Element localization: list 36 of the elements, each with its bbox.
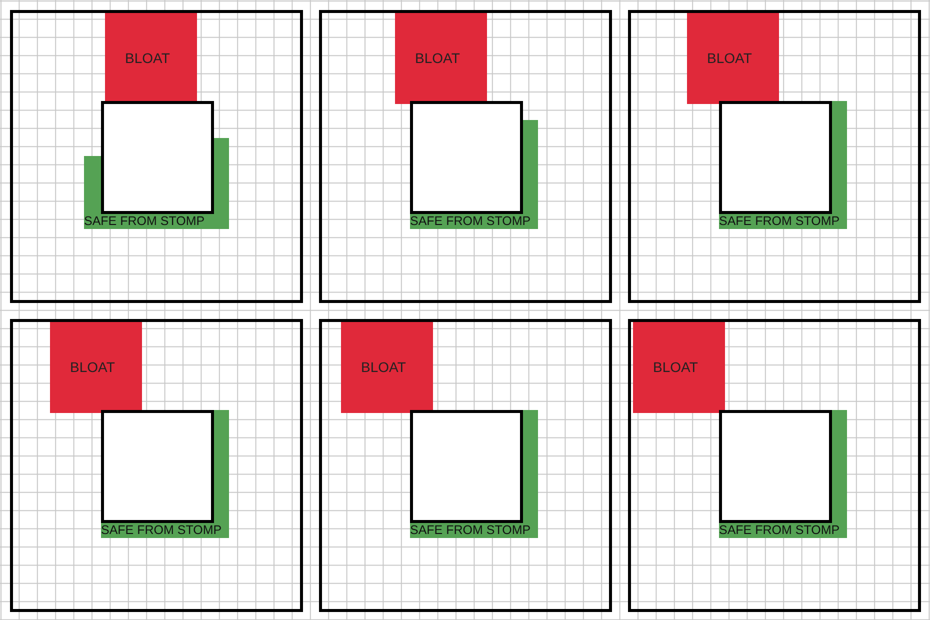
- panel-frame: [10, 319, 303, 612]
- boss-square: [101, 410, 214, 523]
- safe-label: SAFE FROM STOMP: [410, 214, 531, 228]
- safe-zone: [719, 410, 847, 538]
- safe-label: SAFE FROM STOMP: [719, 523, 840, 537]
- zone-label: BLOAT: [653, 359, 698, 375]
- zone-label: BLOAT: [415, 50, 460, 66]
- zone-label: BLOAT: [707, 50, 752, 66]
- panel-frame: [10, 10, 303, 303]
- safe-label: SAFE FROM STOMP: [719, 214, 840, 228]
- panel-frame: [628, 319, 921, 612]
- zone-label: BLOAT: [361, 359, 406, 375]
- safe-zone: [410, 410, 538, 538]
- zone-label: BLOAT: [70, 359, 115, 375]
- safe-label: SAFE FROM STOMP: [101, 523, 222, 537]
- panel-frame: [628, 10, 921, 303]
- safe-zone: [719, 101, 847, 229]
- bloat-zone: [341, 322, 433, 413]
- bloat-zone: [633, 322, 725, 413]
- boss-square: [101, 101, 214, 214]
- boss-square: [719, 101, 832, 214]
- safe-label: SAFE FROM STOMP: [84, 214, 205, 228]
- safe-zone: [101, 410, 229, 538]
- panel-frame: [319, 319, 612, 612]
- bloat-zone: [105, 13, 197, 104]
- safe-zone: [410, 120, 538, 229]
- bloat-zone: [395, 13, 487, 104]
- boss-square: [719, 410, 832, 523]
- panel-frame: [319, 10, 612, 303]
- zone-label: BLOAT: [125, 50, 170, 66]
- boss-square: [410, 410, 523, 523]
- bloat-zone: [50, 322, 142, 413]
- boss-square: [410, 101, 523, 214]
- safe-zone: [84, 138, 229, 229]
- bloat-zone: [687, 13, 779, 104]
- safe-label: SAFE FROM STOMP: [410, 523, 531, 537]
